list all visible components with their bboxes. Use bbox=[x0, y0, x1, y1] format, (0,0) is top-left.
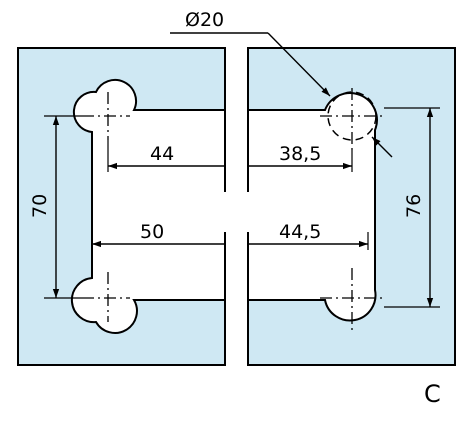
dim-left-top: 44 bbox=[108, 143, 225, 170]
dim-right-bottom-label: 44,5 bbox=[279, 221, 321, 243]
left-bottom-center-mark bbox=[82, 272, 130, 322]
dim-left-bottom-label: 50 bbox=[140, 221, 164, 243]
dim-right-top: 38,5 bbox=[248, 143, 352, 170]
diameter-leader: Ø20 bbox=[170, 9, 393, 158]
right-bottom-hole bbox=[320, 268, 384, 330]
dim-right-bottom: 44,5 bbox=[248, 221, 368, 248]
dim-right-top-label: 38,5 bbox=[279, 143, 321, 165]
dim-left-top-label: 44 bbox=[150, 143, 174, 165]
dim-left-height-label: 70 bbox=[29, 194, 51, 218]
dim-right-height-label: 76 bbox=[403, 194, 425, 218]
right-glass-plate bbox=[247, 47, 456, 366]
dim-left-bottom: 50 bbox=[92, 221, 225, 248]
left-top-center-mark bbox=[82, 92, 130, 140]
reference-letter: C bbox=[424, 380, 441, 408]
diameter-label: Ø20 bbox=[185, 9, 224, 31]
right-top-hole bbox=[320, 88, 384, 150]
center-gap-mask bbox=[226, 111, 247, 299]
left-glass-plate bbox=[17, 47, 226, 366]
dim-left-height: 70 bbox=[29, 116, 60, 298]
dim-right-height: 76 bbox=[403, 108, 434, 307]
